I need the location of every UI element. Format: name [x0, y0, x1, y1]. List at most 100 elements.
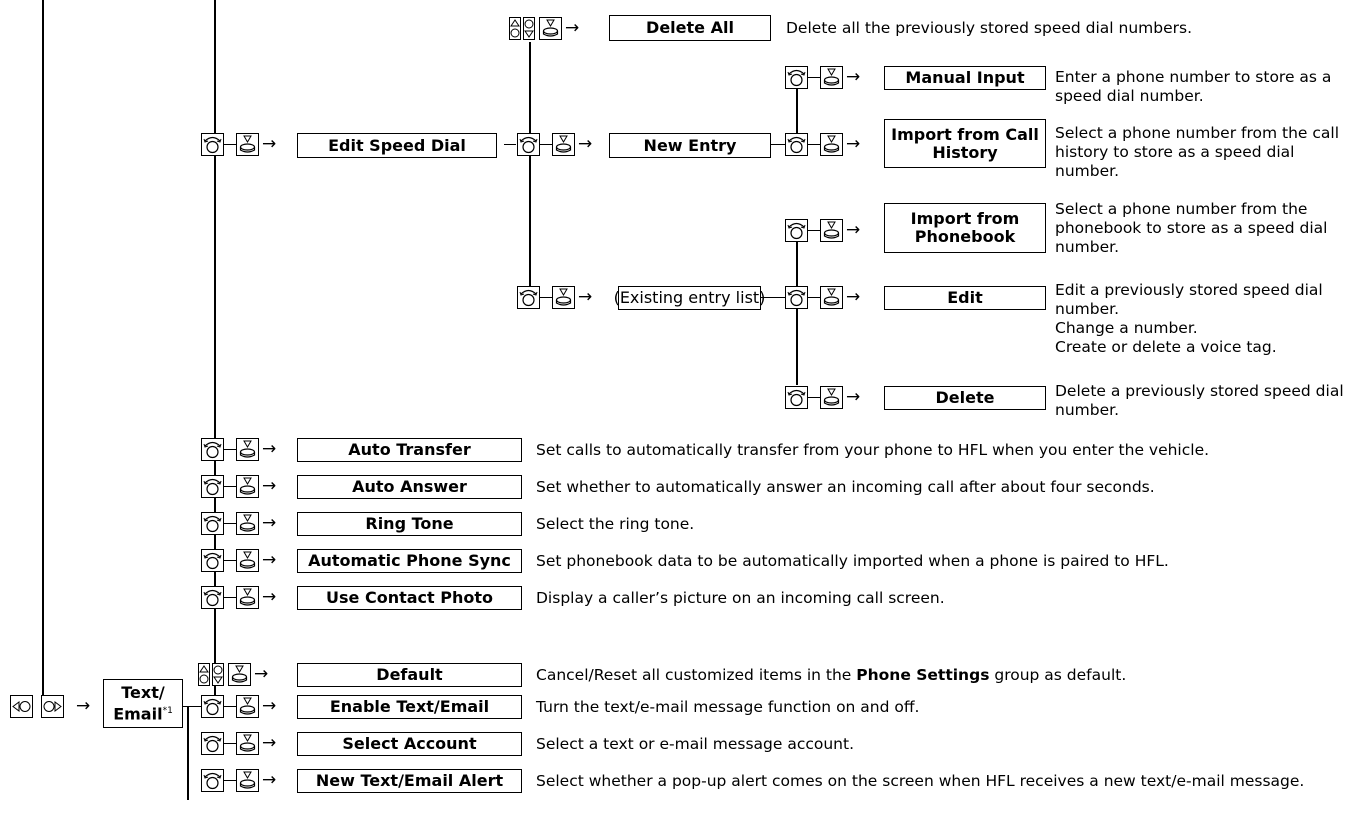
- right-arrow-icon: →: [262, 696, 277, 716]
- right-arrow-icon: →: [262, 770, 277, 790]
- connector-line: [214, 0, 216, 703]
- connector-line: [808, 297, 820, 298]
- node-label: Auto Answer: [352, 477, 467, 496]
- desc-line: Enter a phone number to store as a: [1055, 68, 1332, 86]
- rotate-knob-icon: [785, 386, 808, 409]
- press-knob-icon: [236, 732, 259, 755]
- rotate-knob-icon: [201, 695, 224, 718]
- desc-line: Turn the text/e-mail message function on…: [536, 698, 920, 716]
- node-label: Email: [113, 704, 163, 724]
- description-new-text-email-alert: Select whether a pop-up alert comes on t…: [536, 772, 1304, 791]
- connector-line: [529, 42, 531, 297]
- press-knob-icon: [820, 386, 843, 409]
- press-knob-icon: [236, 695, 259, 718]
- node-label: Automatic Phone Sync: [308, 551, 511, 570]
- move-up-icon: [509, 17, 521, 40]
- rotate-knob-icon: [201, 549, 224, 572]
- right-arrow-icon: →: [262, 134, 277, 154]
- node-label: Default: [376, 665, 443, 684]
- node-delete: Delete: [884, 386, 1046, 410]
- connector-line: [224, 144, 236, 145]
- description-use-contact-photo: Display a caller’s picture on an incomin…: [536, 589, 945, 608]
- right-arrow-icon: →: [846, 220, 861, 240]
- desc-line: Delete all the previously stored speed d…: [786, 19, 1193, 37]
- connector-line: [808, 230, 820, 231]
- description-automatic-phone-sync: Set phonebook data to be automatically i…: [536, 552, 1169, 571]
- connector-line: [808, 144, 820, 145]
- right-arrow-icon: →: [578, 287, 593, 307]
- description-manual-input: Enter a phone number to store as a speed…: [1055, 68, 1331, 106]
- move-down-icon: [523, 17, 535, 40]
- press-knob-icon: [236, 769, 259, 792]
- node-label: Edit: [947, 288, 983, 307]
- connector-line: [796, 242, 798, 385]
- rotate-knob-icon: [201, 769, 224, 792]
- connector-line: [224, 706, 236, 707]
- node-new-entry: New Entry: [609, 133, 771, 158]
- description-delete: Delete a previously stored speed dial nu…: [1055, 382, 1344, 420]
- connector-line: [42, 0, 44, 700]
- node-manual-input: Manual Input: [884, 66, 1046, 90]
- node-label: Delete: [935, 388, 995, 407]
- press-knob-icon: [236, 438, 259, 461]
- connector-line: [224, 560, 236, 561]
- rotate-knob-icon: [785, 219, 808, 242]
- node-label: Edit Speed Dial: [328, 135, 466, 155]
- node-delete-all: Delete All: [609, 15, 771, 41]
- desc-line: Set phonebook data to be automatically i…: [536, 552, 1169, 570]
- connector-line: [224, 449, 236, 450]
- right-arrow-icon: →: [846, 387, 861, 407]
- node-label: Text/: [121, 682, 165, 702]
- description-import-call-history: Select a phone number from the call hist…: [1055, 124, 1339, 181]
- connector-line: [224, 486, 236, 487]
- node-label: Auto Transfer: [348, 440, 471, 459]
- connector-line: [808, 77, 820, 78]
- node-label: New Entry: [643, 135, 737, 155]
- right-arrow-icon: →: [262, 476, 277, 496]
- connector-line: [224, 780, 236, 781]
- description-delete-all: Delete all the previously stored speed d…: [786, 19, 1192, 38]
- connector-line: [224, 597, 236, 598]
- rotate-knob-icon: [517, 133, 540, 156]
- node-use-contact-photo: Use Contact Photo: [297, 586, 522, 610]
- node-label: Use Contact Photo: [326, 588, 493, 607]
- node-default: Default: [297, 663, 522, 687]
- press-knob-icon: [236, 549, 259, 572]
- node-select-account: Select Account: [297, 732, 522, 756]
- connector-line: [760, 297, 786, 298]
- desc-line: Select the ring tone.: [536, 515, 695, 533]
- node-label: Import from: [910, 209, 1020, 228]
- rotate-knob-icon: [785, 286, 808, 309]
- node-label-line-2: Email*1: [113, 702, 173, 723]
- node-ring-tone: Ring Tone: [297, 512, 522, 536]
- press-knob-icon: [539, 17, 562, 40]
- desc-line: Edit a previously stored speed dial: [1055, 281, 1323, 299]
- desc-line: Select a text or e-mail message account.: [536, 735, 854, 753]
- desc-line: number.: [1055, 238, 1119, 256]
- description-ring-tone: Select the ring tone.: [536, 515, 694, 534]
- node-auto-transfer: Auto Transfer: [297, 438, 522, 462]
- press-knob-icon: [820, 66, 843, 89]
- node-edit-speed-dial: Edit Speed Dial: [297, 133, 497, 158]
- desc-line: number.: [1055, 401, 1119, 419]
- press-knob-icon: [236, 512, 259, 535]
- desc-line: Select whether a pop-up alert comes on t…: [536, 772, 1305, 790]
- right-arrow-icon: →: [76, 696, 91, 716]
- node-label: New Text/Email Alert: [315, 771, 504, 790]
- press-knob-icon: [228, 663, 251, 686]
- connector-line: [504, 144, 516, 145]
- footnote-marker: *1: [162, 705, 173, 716]
- move-right-icon: [41, 695, 64, 718]
- desc-line: Delete a previously stored speed dial: [1055, 382, 1344, 400]
- rotate-knob-icon: [517, 286, 540, 309]
- node-label: Manual Input: [905, 68, 1025, 87]
- description-import-phonebook: Select a phone number from the phonebook…: [1055, 200, 1327, 257]
- right-arrow-icon: →: [565, 18, 580, 38]
- node-existing-entry-list: (Existing entry list): [614, 286, 765, 310]
- node-text-email: Text/ Email*1: [103, 679, 183, 728]
- connector-line: [183, 706, 201, 707]
- desc-line: number.: [1055, 300, 1119, 318]
- press-knob-icon: [236, 475, 259, 498]
- node-label: Ring Tone: [365, 514, 454, 533]
